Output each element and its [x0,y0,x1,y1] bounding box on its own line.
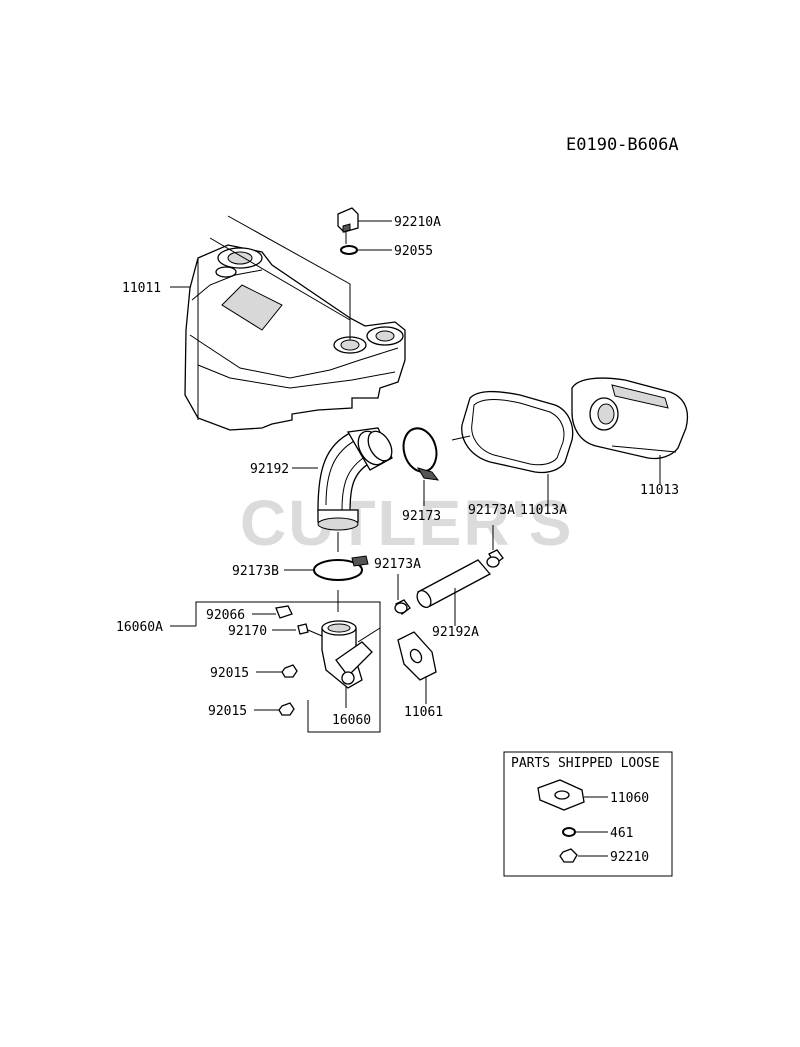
elbow-hose-92192 [317,427,393,531]
parts-shipped-loose-box [503,751,673,877]
label-461: 461 [610,826,633,841]
label-92210A: 92210A [394,215,441,230]
adapter-16060 [321,590,381,708]
label-92015-upper: 92015 [210,666,249,681]
plug-92066 [275,605,293,619]
label-11013A: 11013A [520,503,567,518]
air-cleaner-housing-11011 [184,244,406,431]
diagram-code: E0190-B606A [566,135,679,155]
prefilter-11013A [461,390,574,474]
label-92170: 92170 [228,624,267,639]
clamp-92173B [313,555,369,581]
filter-element-11013 [571,377,689,460]
screw-92170 [297,623,309,635]
gasket-11061 [397,631,437,681]
label-92066: 92066 [206,608,245,623]
label-16060A: 16060A [116,620,163,635]
clamp-92173A-upper [486,549,504,568]
label-11013: 11013 [640,483,679,498]
loose-box-title: PARTS SHIPPED LOOSE [511,756,660,771]
knob-92210A [337,207,359,244]
label-92210: 92210 [610,850,649,865]
washer-461 [562,827,576,837]
nut-92210 [559,848,578,863]
label-92173: 92173 [402,509,441,524]
oring-92055 [340,245,358,255]
nut-92015-lower [278,702,295,716]
label-92192: 92192 [250,462,289,477]
label-11011: 11011 [122,281,161,296]
nut-92015-upper [281,664,298,678]
label-16060: 16060 [332,713,371,728]
label-11061: 11061 [404,705,443,720]
clamp-92173A-lower [394,599,411,615]
label-92192A: 92192A [432,625,479,640]
label-92055: 92055 [394,244,433,259]
gasket-11060 [537,779,585,811]
label-92173A-lower: 92173A [374,557,421,572]
label-92015-lower: 92015 [208,704,247,719]
clamp-92173 [402,427,440,481]
label-92173A-upper: 92173A [468,503,515,518]
label-11060: 11060 [610,791,649,806]
watermark-text: CUTLER'S [240,487,573,559]
label-92173B: 92173B [232,564,279,579]
tube-92192A [416,559,492,609]
